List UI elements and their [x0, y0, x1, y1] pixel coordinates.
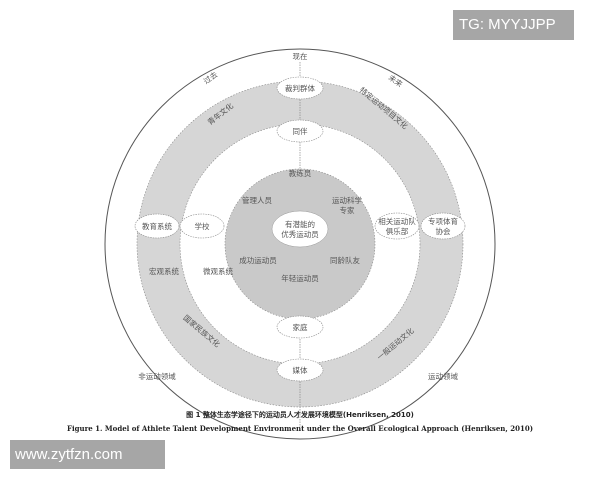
center-athlete-text-line2: 优秀运动员	[281, 229, 319, 239]
school-text: 学校	[195, 221, 210, 231]
non-sport-domain-label: 非运动领域	[138, 371, 176, 381]
watermark-bottom-left: www.zytfzn.com	[10, 440, 165, 469]
club-text-line2: 俱乐部	[386, 226, 409, 236]
education-system-text: 教育系统	[142, 221, 172, 231]
coach-text: 教练员	[289, 168, 312, 178]
sport-domain-label: 运动领域	[428, 371, 458, 381]
family-text: 家庭	[293, 322, 308, 332]
macro-system-label: 宏观系统	[149, 266, 179, 276]
federation-node	[420, 212, 466, 240]
watermark-top-right: TG: MYYJJPP	[453, 10, 574, 40]
media-text: 媒体	[293, 365, 308, 375]
referees-text: 裁判群体	[285, 83, 315, 93]
caption-chinese: 图 1 整体生态学途径下的运动员人才发展环境模型(Henriksen, 2010…	[186, 411, 414, 419]
federation-text-line2: 协会	[436, 226, 451, 236]
peer-teammates-text: 同龄队友	[330, 255, 360, 265]
club-node	[374, 212, 420, 240]
successful-athletes-text: 成功运动员	[239, 255, 277, 265]
family-node	[276, 315, 324, 339]
federation-text-line1: 专项体育	[428, 216, 458, 226]
peers-text: 同伴	[293, 126, 308, 136]
center-athlete-text-line1: 有潜能的	[285, 219, 315, 229]
center-athlete-ellipse	[271, 210, 329, 248]
school-node	[179, 213, 225, 239]
sport-scientists-text-line1: 运动科学	[332, 195, 362, 205]
managers-text: 管理人员	[242, 195, 272, 205]
sport-scientists-text-line2: 专家	[340, 205, 355, 215]
education-system-node	[134, 213, 180, 239]
media-node	[276, 358, 324, 382]
micro-system-label: 微观系统	[203, 266, 233, 276]
young-athletes-text: 年轻运动员	[281, 273, 319, 283]
peers-node	[276, 119, 324, 143]
caption-english: Figure 1. Model of Athlete Talent Develo…	[66, 424, 534, 433]
referees-node	[276, 76, 324, 100]
present-label: 现在	[293, 51, 308, 61]
club-text-line1: 相关运动队	[378, 216, 416, 226]
